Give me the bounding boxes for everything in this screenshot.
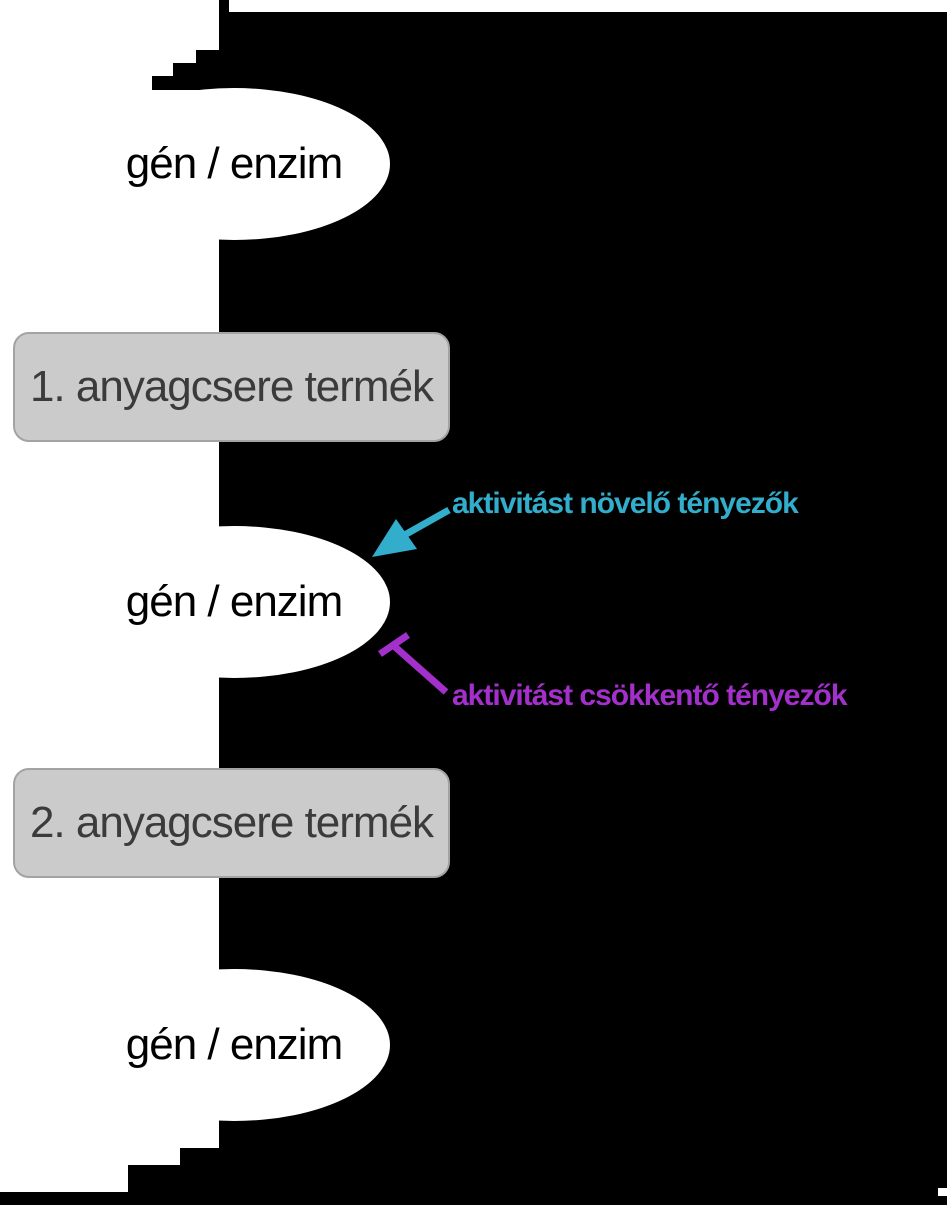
canvas-top-strip bbox=[0, 0, 947, 12]
decrease-inhibitor-cap-icon bbox=[378, 632, 410, 657]
decrease-inhibitor-shaft bbox=[391, 643, 449, 695]
scan-artifact-dot bbox=[938, 1188, 947, 1196]
gene-enzyme-node-3: gén / enzim bbox=[78, 969, 390, 1121]
metabolite-label: 1. anyagcsere termék bbox=[29, 362, 434, 411]
decrease-factors-label: aktivitást csökkentő tényezők bbox=[452, 679, 848, 712]
increase-arrowhead-icon bbox=[372, 519, 417, 557]
metabolite-box-2: 2. anyagcsere termék bbox=[13, 768, 450, 878]
metabolite-label: 2. anyagcsere termék bbox=[29, 798, 434, 847]
gene-enzyme-node-1: gén / enzim bbox=[78, 88, 390, 240]
gene-enzyme-node-2: gén / enzim bbox=[78, 526, 390, 678]
background-step-notch bbox=[173, 63, 219, 76]
gene-enzyme-label: gén / enzim bbox=[125, 577, 343, 626]
metabolite-box-1: 1. anyagcsere termék bbox=[13, 332, 450, 442]
background-step-notch bbox=[180, 1148, 219, 1165]
gene-enzyme-label: gén / enzim bbox=[125, 1020, 343, 1069]
increase-arrow-shaft bbox=[399, 506, 451, 541]
background-step-notch bbox=[152, 76, 219, 90]
background-step-notch bbox=[196, 50, 219, 63]
increase-factors-label: aktivitást növelő tényezők bbox=[452, 487, 799, 520]
gene-enzyme-label: gén / enzim bbox=[125, 139, 343, 188]
background-step-notch bbox=[128, 1165, 219, 1192]
